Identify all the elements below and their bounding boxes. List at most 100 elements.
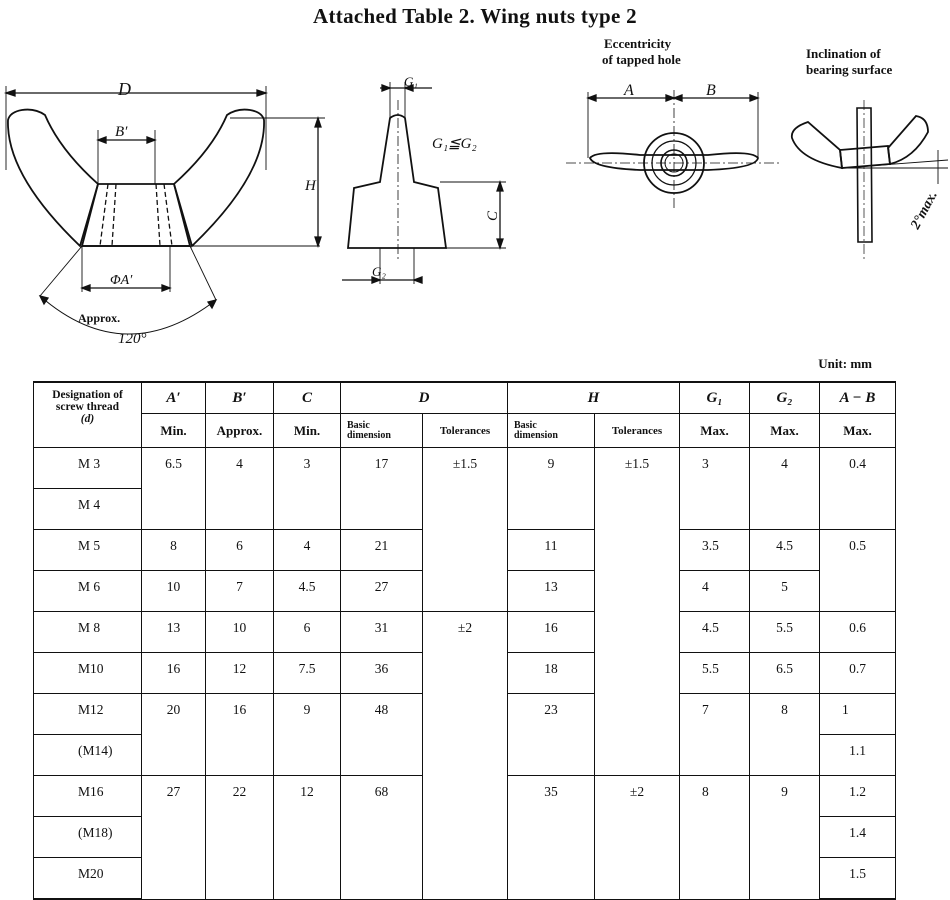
B-approx-cell: 16 — [205, 693, 274, 776]
subheader-tolerances: Tolerances — [593, 413, 681, 448]
A-min-cell: 8 — [141, 529, 206, 571]
D-tolerance-cell: ±2 — [422, 611, 508, 900]
wing-nut-spec-table: Designation of screw thread (d) A′ B′ C … — [33, 381, 897, 900]
header-A-minus-B: A − B — [819, 381, 897, 414]
subheader-tolerances: Tolerances — [422, 413, 508, 448]
C-min-cell: 3 — [273, 447, 341, 530]
subheader-max: Max. — [749, 413, 821, 448]
inclination-label-line1: Inclination of — [806, 46, 881, 61]
B-approx-cell: 4 — [205, 447, 274, 530]
table-row: M 6 10 7 4.5 27 13 4 5 — [33, 570, 896, 612]
G1-max-cell: 7 — [679, 693, 751, 776]
D-tolerance-cell: ±1.5 — [422, 447, 508, 612]
A-min-cell: 13 — [141, 611, 206, 653]
top-view-drawing — [566, 90, 780, 210]
A-min-cell: 6.5 — [141, 447, 206, 530]
H-basic-cell: 35 — [507, 775, 595, 900]
thread-cell: (M14) — [33, 734, 142, 776]
thread-cell: M 5 — [33, 529, 142, 571]
table-row: M 3 6.5 4 3 17 ±1.5 9 ±1.5 3 4 0.4 — [33, 447, 897, 776]
AB-max-cell: 1.2 — [819, 775, 897, 817]
G1-max-cell: 3.5 — [679, 529, 751, 571]
C-min-cell: 4.5 — [273, 570, 341, 612]
label-G2: G₂ — [372, 264, 386, 279]
header-G2: G₂ — [749, 381, 821, 414]
D-basic-cell: 36 — [340, 652, 423, 694]
B-approx-cell: 6 — [205, 529, 274, 571]
thread-cell: M 8 — [33, 611, 142, 653]
D-basic-cell: 21 — [340, 529, 423, 571]
unit-label: Unit: mm — [818, 356, 872, 371]
header-D: D — [340, 381, 508, 414]
label-C: C — [485, 210, 501, 221]
page-title: Attached Table 2. Wing nuts type 2 — [313, 4, 637, 28]
table-row: M12 20 16 9 48 23 7 8 1 — [33, 693, 897, 776]
G1-max-cell: 4 — [679, 570, 751, 612]
A-min-cell: 16 — [141, 652, 206, 694]
D-basic-cell: 17 — [340, 447, 423, 530]
inclination-drawing — [790, 100, 949, 262]
inclination-label-line2: bearing surface — [806, 62, 893, 77]
G2-max-cell: 4 — [749, 447, 821, 530]
G1-max-cell: 5.5 — [679, 652, 751, 694]
label-G-relation: G₁≦G₂ — [432, 136, 477, 152]
label-2max: 2°max. — [908, 189, 941, 233]
thread-cell: M20 — [33, 857, 142, 900]
D-basic-cell: 68 — [340, 775, 423, 900]
eccentricity-label-line2: of tapped hole — [602, 52, 681, 67]
D-basic-cell: 27 — [340, 570, 423, 612]
header-designation: Designation of screw thread (d) — [33, 381, 142, 448]
thread-cell: M12 — [33, 693, 142, 735]
AB-max-cell: 1.4 — [819, 816, 897, 858]
table-row: M10 16 12 7.5 36 18 5.5 6.5 0.7 — [33, 652, 897, 694]
label-H: H — [304, 178, 317, 194]
thread-cell: M 4 — [33, 488, 142, 530]
side-view-drawing — [342, 82, 506, 284]
AB-max-cell: 0.7 — [819, 652, 897, 694]
label-G1: G₁ — [404, 74, 418, 89]
H-basic-cell: 23 — [507, 693, 595, 776]
G2-max-cell: 5 — [749, 570, 821, 612]
G2-max-cell: 8 — [749, 693, 821, 776]
thread-cell: (M18) — [33, 816, 142, 858]
label-A: A — [623, 82, 634, 99]
H-tolerance-cell: ±1.5 — [593, 447, 681, 776]
B-approx-cell: 10 — [205, 611, 274, 653]
AB-max-cell: 0.4 — [819, 447, 897, 530]
thread-cell: M 6 — [33, 570, 142, 612]
C-min-cell: 9 — [273, 693, 341, 776]
B-approx-cell: 12 — [205, 652, 274, 694]
label-phiA: ΦA′ — [110, 273, 133, 288]
header-G1: G₁ — [679, 381, 751, 414]
AB-max-cell: 0.5 — [819, 529, 897, 612]
subheader-max: Max. — [819, 413, 897, 448]
thread-cell: M16 — [33, 775, 142, 817]
subheader-approx: Approx. — [205, 413, 274, 448]
B-approx-cell: 22 — [205, 775, 274, 900]
table-row: M 4 — [33, 488, 896, 530]
eccentricity-label-line1: Eccentricity — [604, 36, 672, 51]
C-min-cell: 6 — [273, 611, 341, 653]
table-row: M 8 13 10 6 31 ±2 16 4.5 5.5 0.6 — [33, 611, 897, 900]
G2-max-cell: 6.5 — [749, 652, 821, 694]
C-min-cell: 12 — [273, 775, 341, 900]
G1-max-cell: 3 — [679, 447, 751, 530]
A-min-cell: 27 — [141, 775, 206, 900]
C-min-cell: 7.5 — [273, 652, 341, 694]
header-A-prime: A′ — [141, 381, 206, 414]
subheader-min: Min. — [273, 413, 341, 448]
C-min-cell: 4 — [273, 529, 341, 571]
G1-max-cell: 8 — [679, 775, 751, 900]
label-approx: Approx. — [78, 311, 120, 325]
label-B: B — [706, 82, 716, 99]
G2-max-cell: 5.5 — [749, 611, 821, 653]
AB-max-cell: 1.1 — [819, 734, 897, 776]
front-view-drawing — [3, 86, 325, 335]
H-tolerance-cell: ±2 — [593, 775, 681, 900]
wing-nut-drawings: D B′ H ΦA′ Approx. 120° G₁ G₂ G₁≦G₂ C Ec… — [3, 36, 949, 347]
B-approx-cell: 7 — [205, 570, 274, 612]
D-basic-cell: 48 — [340, 693, 423, 776]
A-min-cell: 20 — [141, 693, 206, 776]
